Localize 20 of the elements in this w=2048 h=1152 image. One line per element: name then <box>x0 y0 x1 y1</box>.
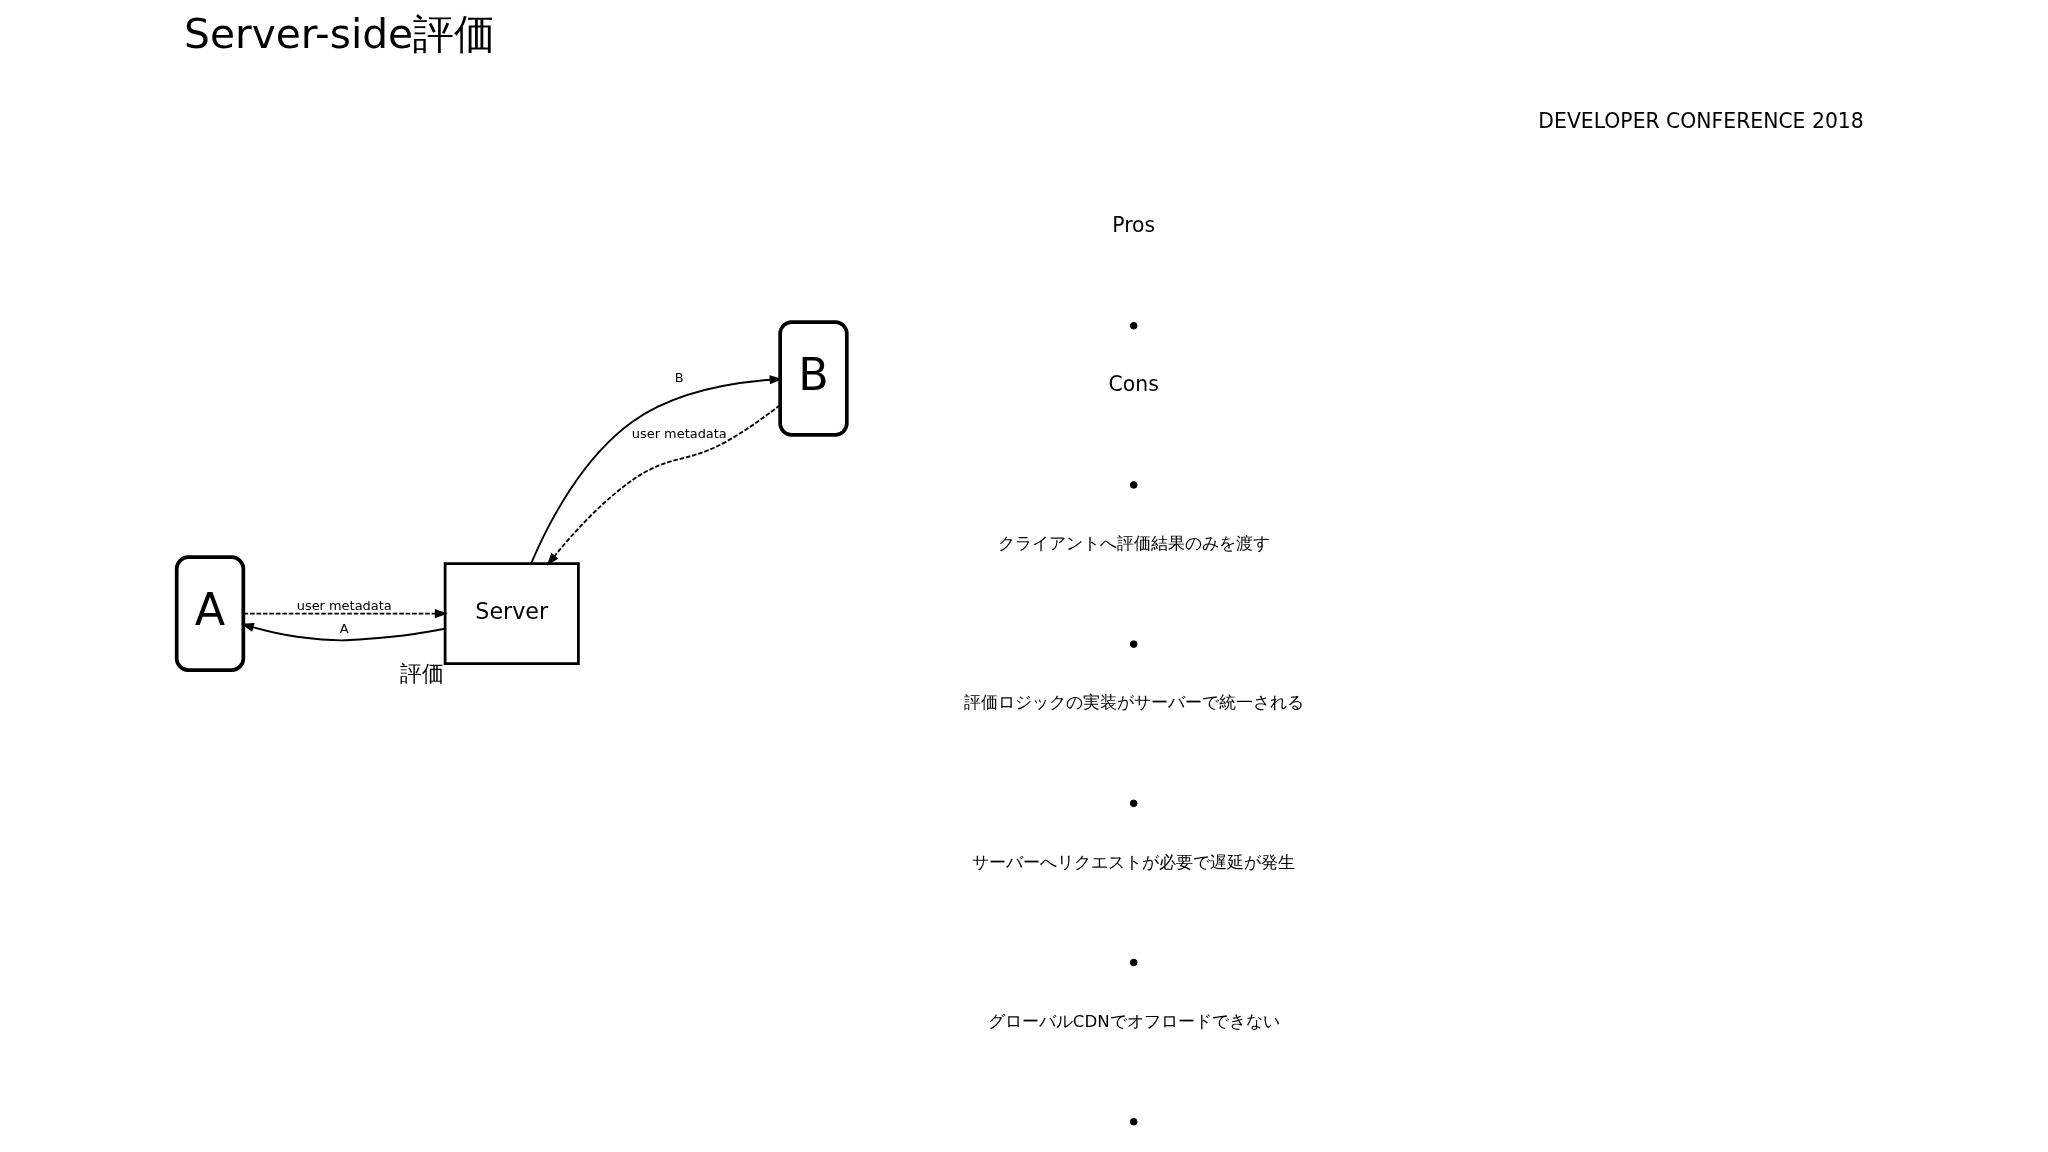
label: Pros <box>1111 212 1155 237</box>
node-box: Server <box>443 562 580 665</box>
edge-label: user metadata <box>296 598 392 614</box>
diagram-title: Server-side評価 <box>183 10 495 59</box>
edge-label: B <box>674 370 684 386</box>
arrow <box>546 404 781 566</box>
arrow <box>529 375 783 565</box>
label: 評価ロジックの実装がサーバーで統一される <box>963 693 1304 713</box>
node-box: B <box>777 320 849 437</box>
label: グローバルCDNでオフロードできない <box>987 1011 1280 1031</box>
edge-label: user metadata <box>631 425 727 441</box>
label: クライアントへ評価結果のみを渡す <box>997 534 1270 554</box>
node-box: A <box>174 555 245 672</box>
edge-label: A <box>339 621 349 637</box>
label: DEVELOPER CONFERENCE 2018 <box>1537 109 1864 134</box>
label: Cons <box>1108 372 1159 397</box>
arrow <box>242 609 448 619</box>
node-label: 評価 <box>399 660 444 687</box>
label: サーバーへリクエストが必要で遅延が発生 <box>971 852 1295 872</box>
arrow <box>240 623 446 642</box>
